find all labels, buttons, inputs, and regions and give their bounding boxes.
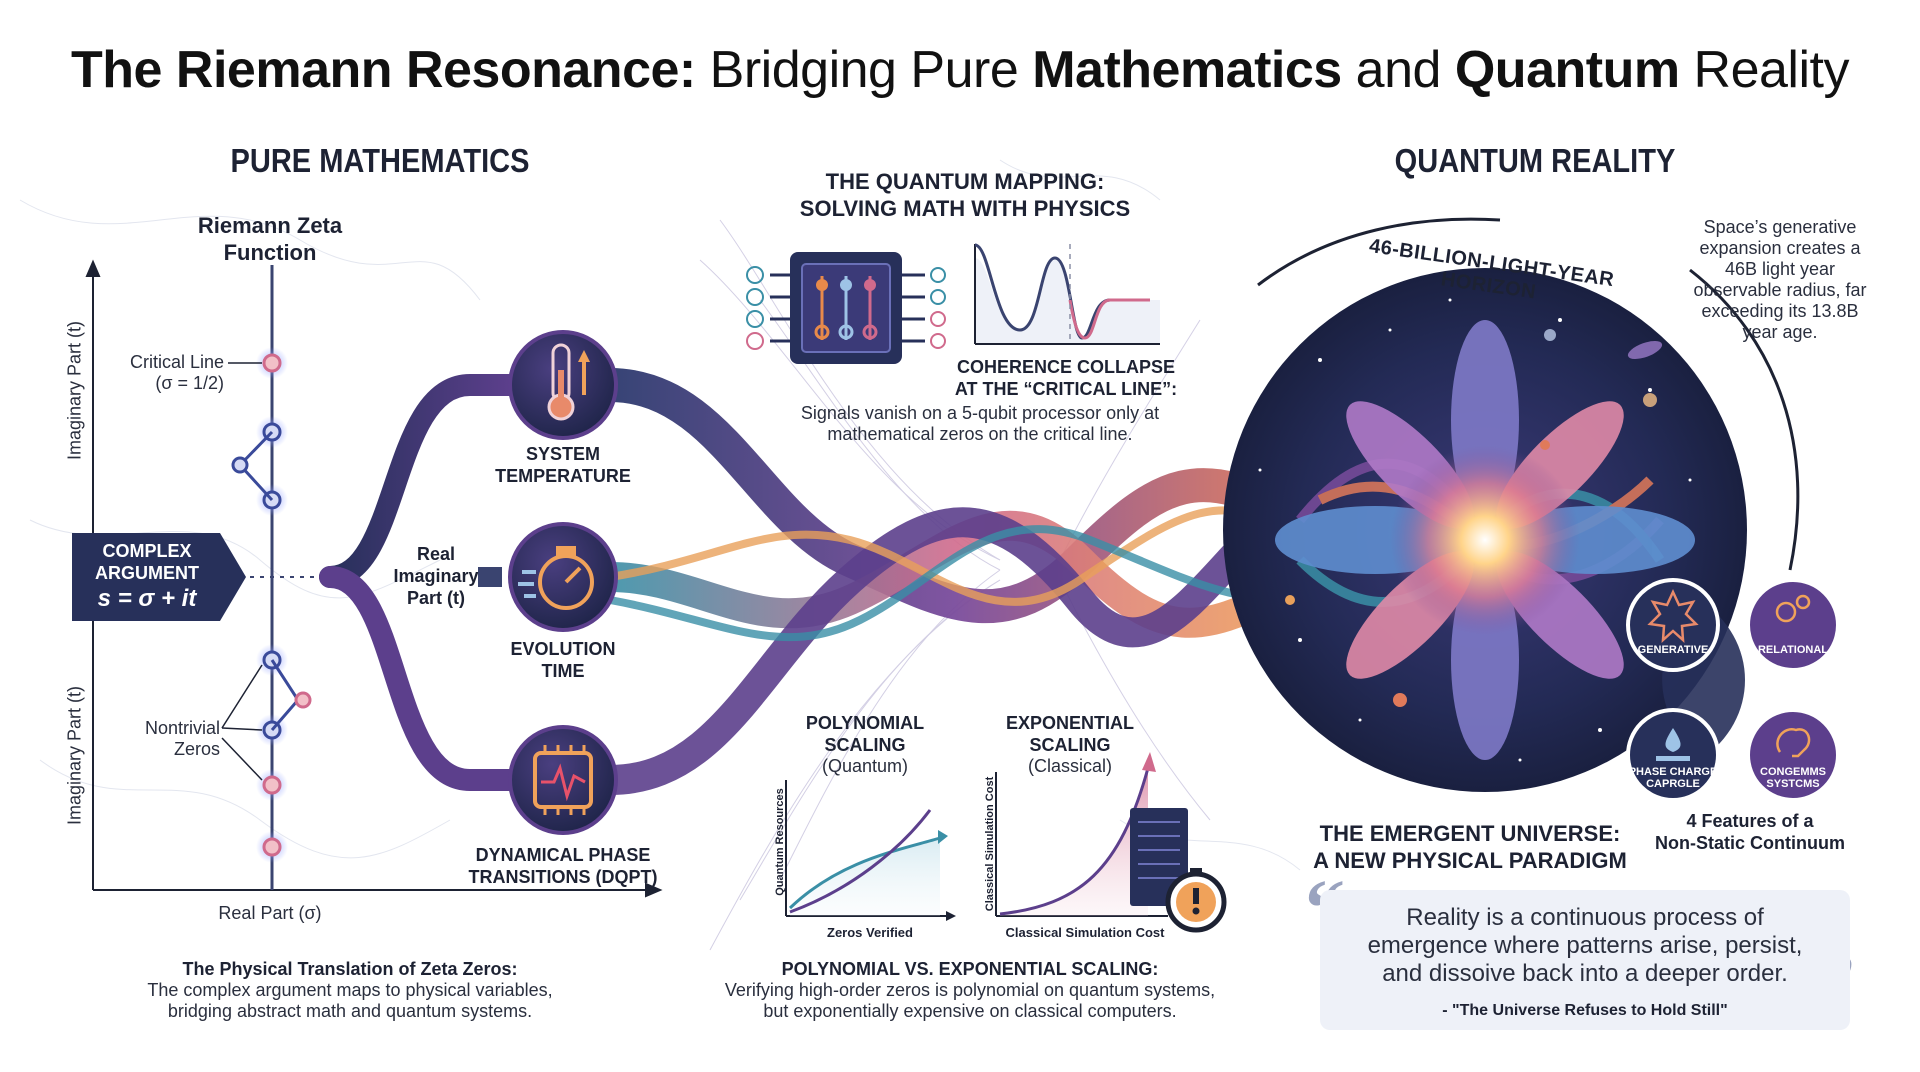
badge-relational: RELATIONAL [1757,644,1829,656]
emergent-universe-title: THE EMERGENT UNIVERSE:A NEW PHYSICAL PAR… [1313,821,1627,873]
poly-x-label: Zeros Verified [827,925,913,940]
axis-label-imag-top: Imaginary Part (t) [64,320,85,461]
burst-icon [1647,589,1699,644]
quote-source: - "The Universe Refuses to Hold Still" [1442,1002,1728,1019]
gears-icon [1775,594,1811,623]
axis-label-real: Real Part (σ) [218,903,322,923]
stopwatch-icon [518,546,594,610]
quantum-mapping-title: THE QUANTUM MAPPING:SOLVING MATH WITH PH… [799,169,1131,221]
section-heading-quantum-reality: QUANTUM REALITY [1394,142,1676,179]
brain-icon [1776,728,1811,758]
exponential-scaling-chart [995,752,1227,933]
critical-line-label: Critical Line(σ = 1/2) [129,352,224,393]
section-heading-pure-math: PURE MATHEMATICS [230,142,530,179]
thermometer-icon [547,343,590,421]
badge-generative: GENERATIVE [1637,644,1709,656]
middle-bottom-caption: POLYNOMIAL VS. EXPONENTIAL SCALING: Veri… [724,959,1216,1021]
exp-x-label: Classical Simulation Cost [1005,925,1165,940]
polynomial-scaling-chart [785,780,956,921]
complex-argument-box: COMPLEX ARGUMENT s = σ + it [95,541,199,612]
drop-icon [1656,728,1690,761]
cosmos-sphere [1223,217,1800,792]
coherence-collapse-desc: Signals vanish on a 5-qubit processor on… [800,403,1160,444]
feature-badges [1626,578,1840,802]
coherence-collapse-chart [974,243,1160,345]
chip-pulse-icon [533,745,593,815]
poly-y-label: Quantum Resources [774,788,786,896]
page-title: The Riemann Resonance: Bridging Pure Mat… [71,41,1849,99]
quantum-processor-icon [746,252,946,364]
exp-y-label: Classical Simulation Cost [984,776,996,912]
quote-box [1320,890,1850,1030]
left-bottom-caption: The Physical Translation of Zeta Zeros: … [147,959,553,1021]
warning-stopwatch-icon [1165,868,1227,933]
axis-label-imag-bottom: Imaginary Part (t) [64,685,85,826]
